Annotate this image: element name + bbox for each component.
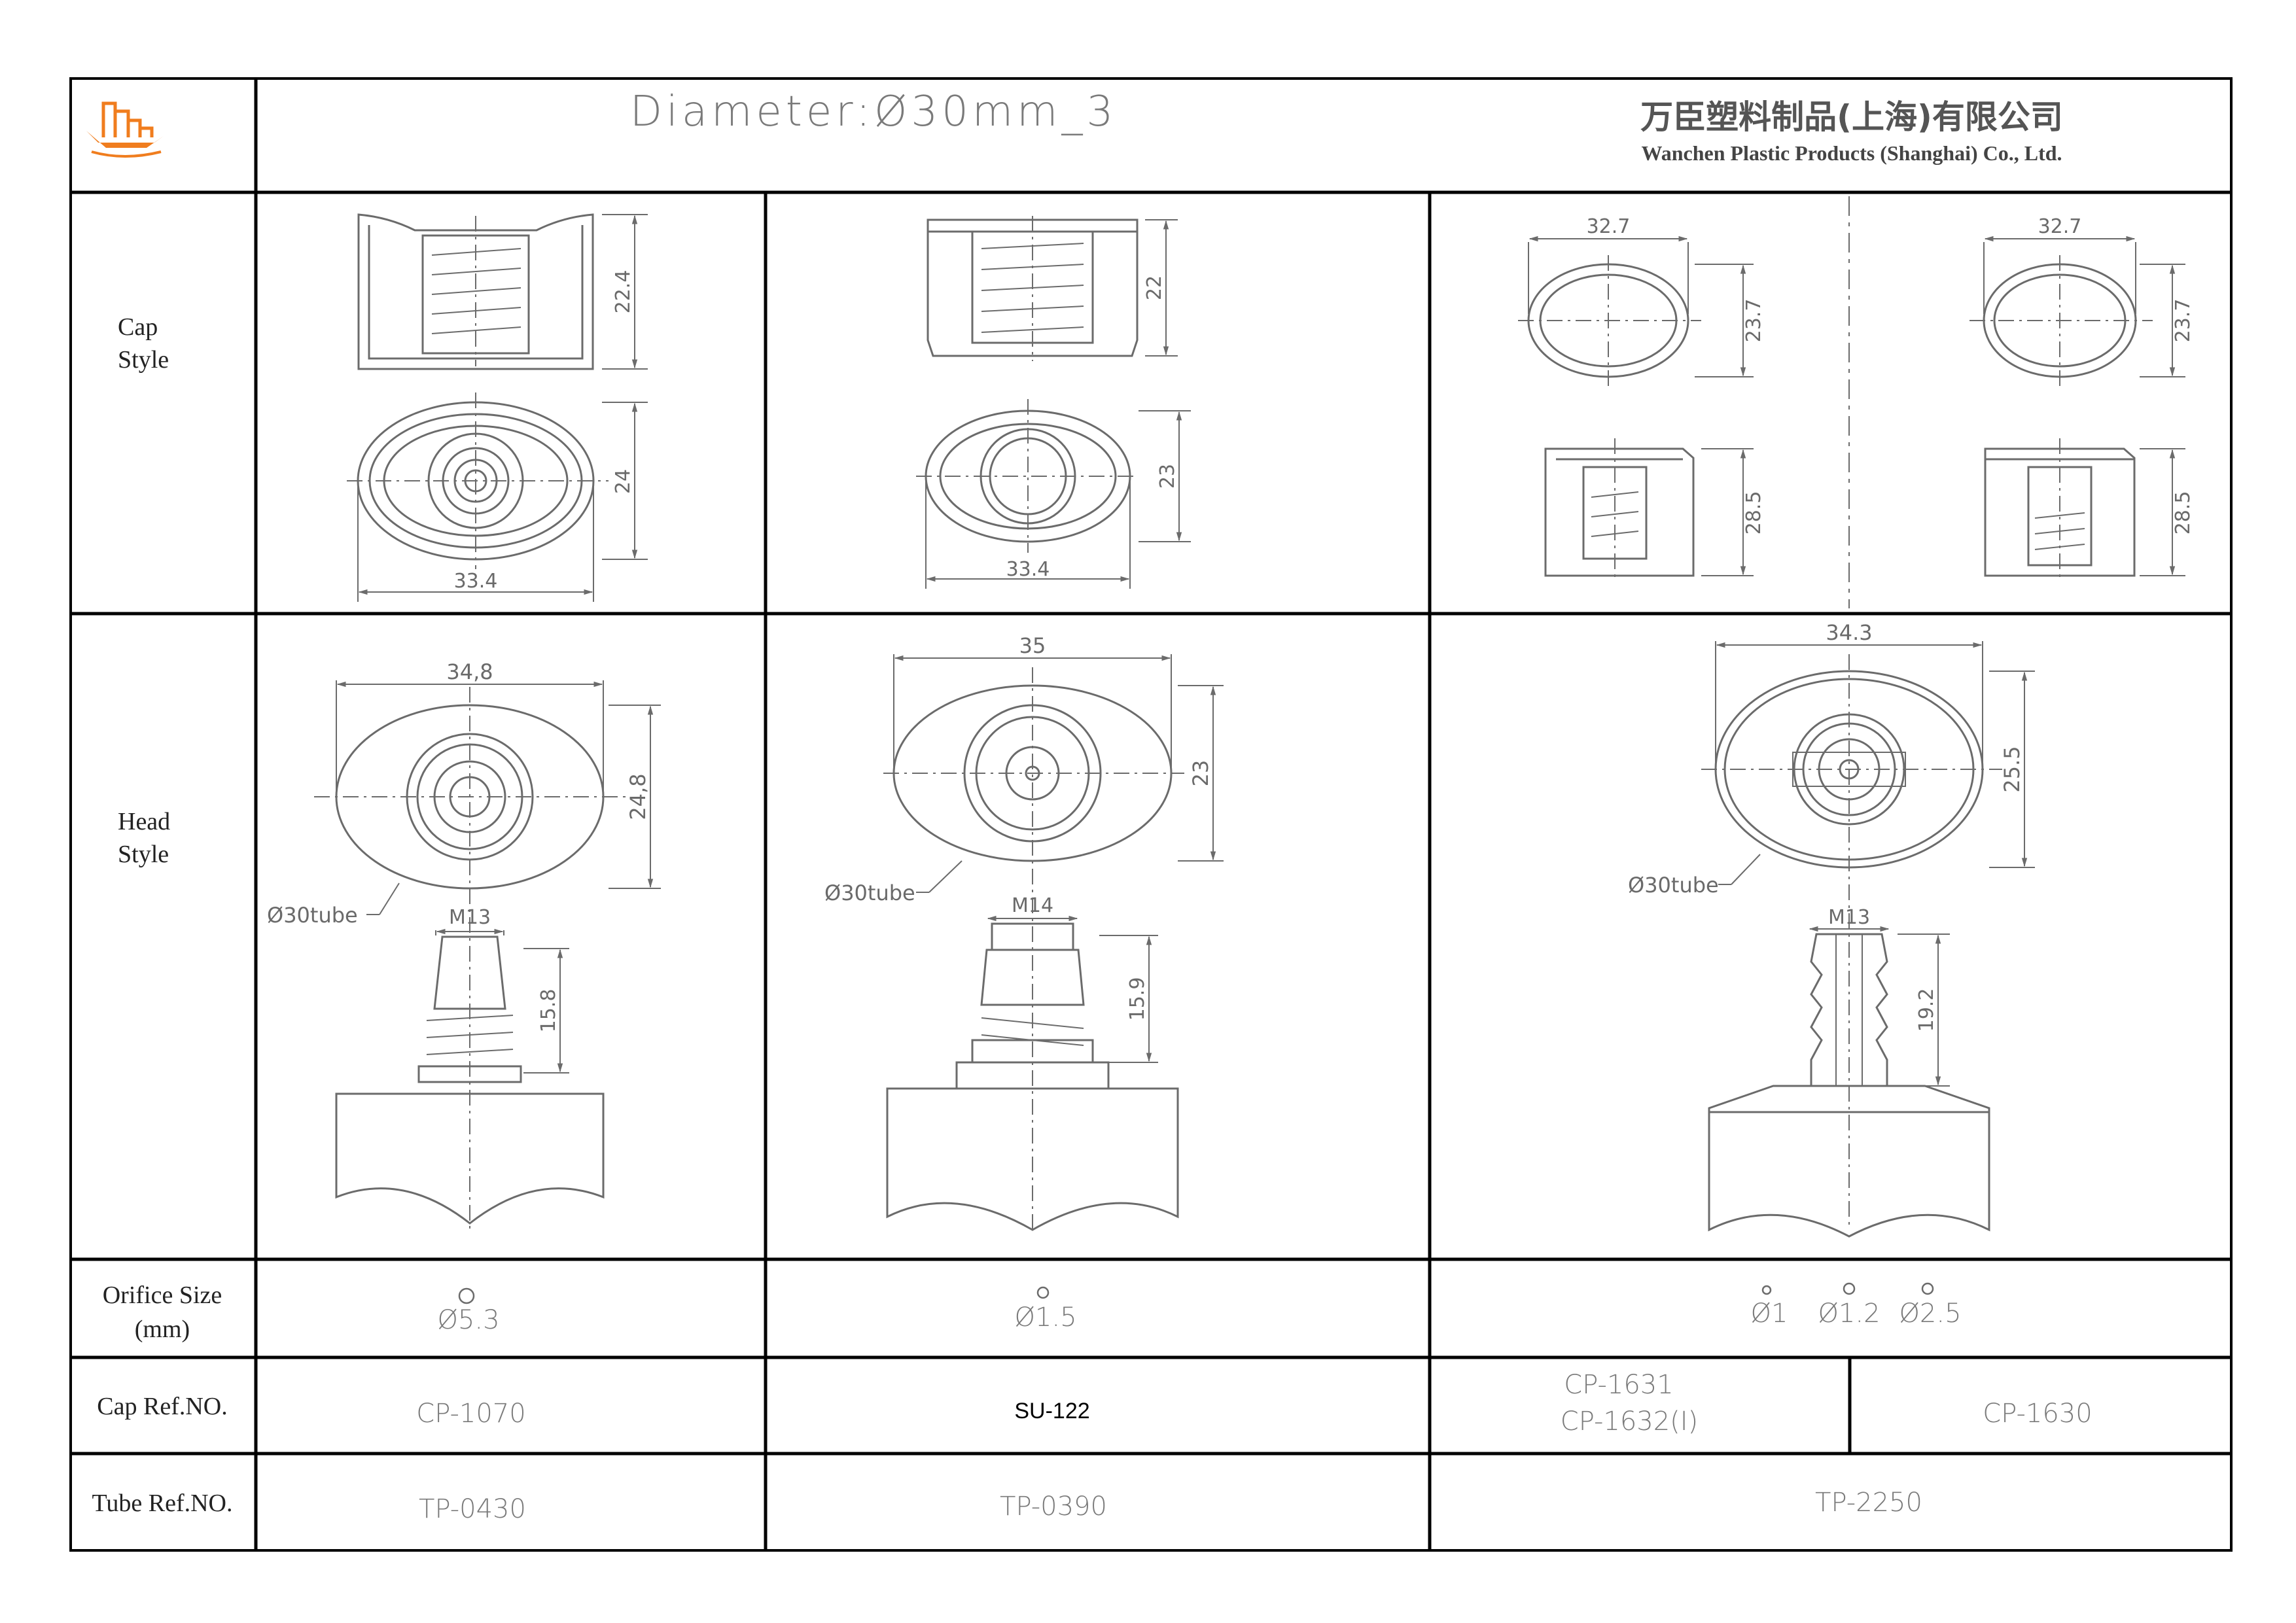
dim-h3-neck: 19.2 — [1915, 988, 1938, 1032]
label-cap-style-line1: Cap — [118, 313, 158, 341]
orifice-c2: Ø1.5 — [1014, 1302, 1076, 1333]
dim-c3a-height: 23.7 — [1742, 299, 1765, 343]
row-labels: Cap Style Head Style Orifice Size (mm) C… — [92, 313, 233, 1517]
company-name-chinese: 万臣塑料制品(上海)有限公司 — [1640, 98, 2063, 136]
dim-h1-height: 24,8 — [626, 773, 650, 820]
orifice-c3c: Ø2.5 — [1899, 1299, 1961, 1329]
label-orifice-line2: (mm) — [135, 1316, 190, 1343]
label-orifice-line1: Orifice Size — [103, 1282, 222, 1309]
orifice-symbols — [458, 1282, 1934, 1304]
dim-h2-height: 23 — [1188, 760, 1213, 787]
dim-h3-width: 34.3 — [1826, 620, 1872, 645]
dim-h3-tube: Ø30tube — [1628, 873, 1719, 898]
orifice-c1: Ø5.3 — [437, 1305, 499, 1335]
orifice-c3b: Ø1.2 — [1818, 1299, 1880, 1329]
head-drawing-2 — [883, 654, 1224, 1231]
dim-h2-neck: 15.9 — [1126, 977, 1149, 1021]
head-drawing-3 — [1701, 641, 2035, 1238]
label-head-style-line1: Head — [118, 808, 170, 835]
dim-h1-thread: M13 — [449, 906, 491, 929]
dim-h1-tube: Ø30tube — [267, 903, 358, 928]
cap-drawing-1 — [347, 213, 648, 602]
label-cap-ref: Cap Ref.NO. — [97, 1393, 227, 1420]
tube-ref-c3: TP-2250 — [1815, 1488, 1922, 1518]
company-logo — [86, 101, 164, 158]
table-grid — [69, 77, 2233, 1552]
label-head-style-line2: Style — [118, 841, 169, 868]
cap-ref-c1: CP-1070 — [416, 1399, 525, 1429]
dim-h2-width: 35 — [1019, 633, 1046, 658]
cap-drawing-2 — [916, 216, 1191, 589]
label-cap-style-line2: Style — [118, 346, 169, 374]
tube-ref-c1: TP-0430 — [419, 1494, 526, 1524]
dim-c3a-cap-height: 28.5 — [1742, 491, 1765, 535]
dim-c1-top-width: 33.4 — [454, 570, 498, 593]
head-drawing-1 — [314, 680, 661, 1230]
tube-ref-c2: TP-0390 — [1000, 1492, 1107, 1522]
cap-ref-c3a-line1: CP-1631 — [1564, 1370, 1673, 1400]
dim-c1-cap-height: 22.4 — [612, 270, 635, 314]
dim-c3a-width: 32.7 — [1587, 215, 1631, 238]
dim-c2-cap-height: 22 — [1143, 275, 1166, 300]
label-tube-ref: Tube Ref.NO. — [92, 1490, 233, 1517]
dim-h2-thread: M14 — [1012, 894, 1053, 917]
company-name-english: Wanchen Plastic Products (Shanghai) Co.,… — [1641, 141, 2062, 165]
page-title: Diameter:Ø30mm_3 — [630, 88, 1117, 136]
dim-h3-height: 25.5 — [2000, 746, 2024, 792]
cap-drawing-3b — [1969, 236, 2185, 582]
dim-h1-width: 34,8 — [446, 659, 493, 684]
dim-h3-thread: M13 — [1828, 906, 1870, 929]
dim-c2-top-height: 23 — [1156, 464, 1179, 489]
cap-ref-c3a-line2: CP-1632(I) — [1561, 1406, 1698, 1437]
dim-c1-top-height: 24 — [612, 469, 635, 494]
dim-c3b-height: 23.7 — [2172, 299, 2195, 343]
dim-c2-top-width: 33.4 — [1006, 558, 1050, 581]
cap-drawing-3a — [1518, 236, 1754, 582]
dim-h2-tube: Ø30tube — [824, 881, 915, 905]
dim-h1-neck: 15.8 — [537, 989, 560, 1033]
orifice-c3a: Ø1 — [1751, 1299, 1788, 1329]
dim-c3b-cap-height: 28.5 — [2172, 491, 2195, 535]
cap-ref-c3b: CP-1630 — [1983, 1399, 2092, 1429]
dim-c3b-width: 32.7 — [2038, 215, 2082, 238]
cap-ref-c2: SU-122 — [1014, 1399, 1089, 1423]
